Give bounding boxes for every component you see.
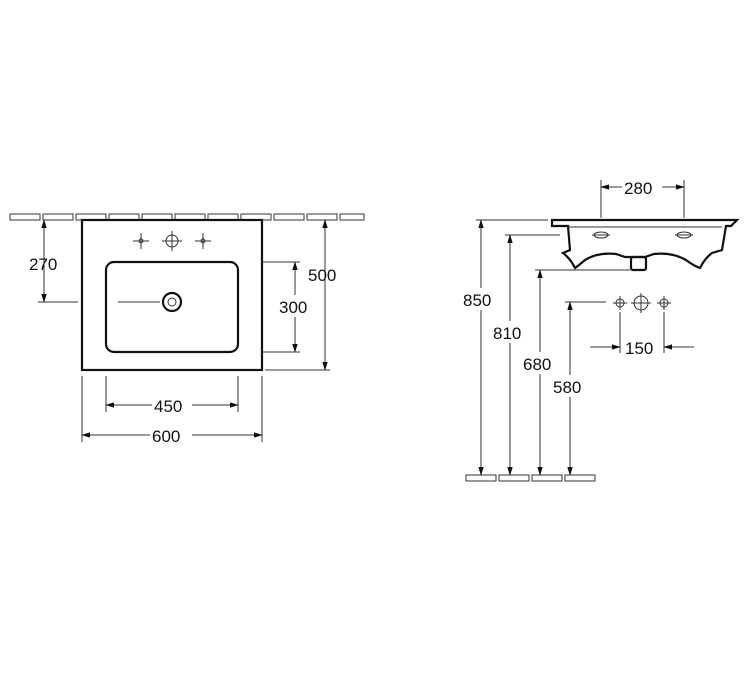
dim-500-label: 500 bbox=[308, 266, 336, 285]
dimension-300: 300 bbox=[262, 261, 315, 353]
dimension-810: 810 bbox=[492, 234, 560, 476]
dim-280-label: 280 bbox=[624, 179, 652, 198]
tap-hole-left-icon bbox=[133, 233, 149, 249]
dim-150-label: 150 bbox=[625, 339, 653, 358]
top-view: 270 500 300 450 bbox=[9, 213, 365, 446]
dimension-500: 500 bbox=[265, 219, 336, 371]
tap-hole-right-icon bbox=[195, 233, 211, 249]
dimension-680: 680 bbox=[522, 269, 630, 476]
tap-hole-left-icon bbox=[613, 296, 627, 310]
drain-icon bbox=[118, 291, 183, 313]
bowl-outline bbox=[104, 260, 240, 354]
wall-tiles-top bbox=[9, 213, 365, 221]
dimension-600: 600 bbox=[81, 376, 263, 446]
trap-outline bbox=[629, 255, 648, 272]
basin-outline bbox=[80, 218, 264, 372]
dim-810-label: 810 bbox=[493, 324, 521, 343]
dimension-150: 150 bbox=[590, 312, 694, 358]
tap-hole-right-icon bbox=[657, 296, 671, 310]
dimension-280: 280 bbox=[600, 177, 685, 218]
dim-270-label: 270 bbox=[29, 255, 57, 274]
dimension-580: 580 bbox=[552, 301, 606, 476]
tap-hole-icon bbox=[162, 231, 182, 251]
dim-680-label: 680 bbox=[523, 355, 551, 374]
floor-tiles bbox=[465, 474, 596, 482]
dimension-450: 450 bbox=[105, 376, 239, 416]
fixing-hole-left-icon bbox=[592, 231, 610, 239]
dim-580-label: 580 bbox=[553, 378, 581, 397]
tap-hole-center-icon bbox=[631, 293, 651, 313]
dim-600-label: 600 bbox=[152, 427, 180, 446]
dim-300-label: 300 bbox=[279, 298, 307, 317]
fixing-hole-right-icon bbox=[675, 231, 693, 239]
dim-850-label: 850 bbox=[463, 291, 491, 310]
side-view: 280 850 810 680 bbox=[462, 177, 740, 482]
dimension-270: 270 bbox=[29, 219, 78, 303]
dim-450-label: 450 bbox=[154, 397, 182, 416]
dimension-850: 850 bbox=[462, 219, 548, 476]
